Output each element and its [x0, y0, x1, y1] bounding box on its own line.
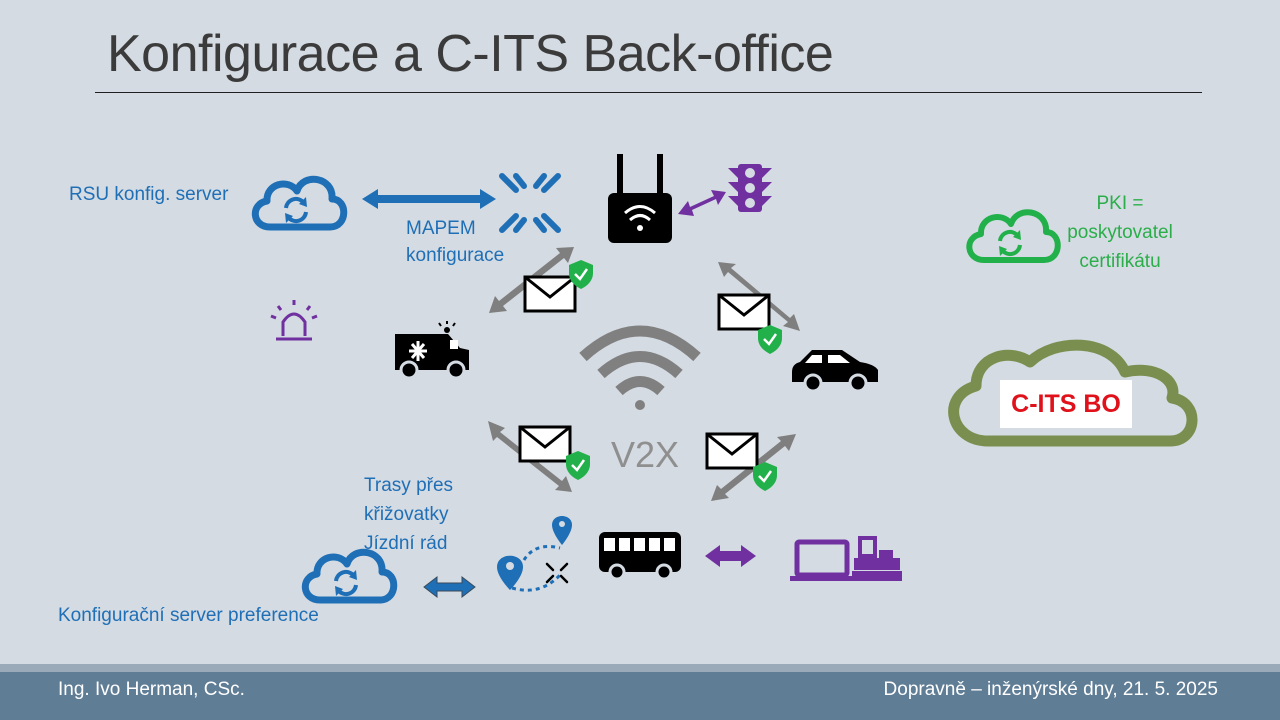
cits-bo-cloud-icon	[948, 339, 1198, 447]
routes-label-1: Trasy přes	[364, 475, 454, 496]
pki-label-1: PKI =	[1096, 193, 1144, 214]
envelope-icon	[717, 293, 771, 331]
broken-link-icon	[499, 173, 561, 233]
page-title: Konfigurace a C-ITS Back-office	[107, 25, 834, 83]
siren-icon	[270, 300, 318, 341]
routes-label-3: Jízdní rád	[364, 533, 448, 554]
bus-icon	[599, 532, 681, 581]
traffic-light-icon	[728, 164, 772, 212]
wifi-signal-icon	[579, 325, 701, 410]
bus-laptop-arrow	[705, 545, 756, 567]
router-light-arrow	[678, 190, 726, 216]
cash-register-icon	[852, 536, 902, 581]
footer-event: Dopravně – inženýrské dny, 21. 5. 2025	[883, 679, 1218, 700]
pref-server-label: Konfigurační server preference	[58, 605, 319, 626]
pki-label-3: certifikátu	[1079, 251, 1161, 272]
pki-cloud-icon	[966, 209, 1061, 263]
routes-label-2: křižovatky	[364, 504, 449, 525]
shield-check-icon	[751, 460, 779, 493]
rsu-server-label: RSU konfig. server	[69, 184, 229, 205]
envelope-icon	[518, 425, 572, 463]
rsu-cloud-icon	[251, 175, 348, 231]
pref-cloud-icon	[301, 548, 398, 604]
shield-check-icon	[756, 323, 784, 356]
rsu-double-arrow	[362, 189, 496, 209]
pki-label-2: poskytovatel	[1067, 222, 1173, 243]
footer-author: Ing. Ivo Herman, CSc.	[58, 679, 245, 700]
footer-accent	[0, 664, 1280, 672]
title-divider	[95, 92, 1202, 93]
mapem-label-1: MAPEM	[406, 218, 476, 239]
route-pins-icon	[497, 516, 572, 592]
car-icon	[792, 350, 878, 393]
envelope-icon	[523, 275, 577, 313]
wifi-router-icon	[608, 154, 672, 243]
shield-check-icon	[564, 449, 592, 482]
laptop-icon	[790, 539, 854, 581]
v2x-label: V2X	[611, 434, 680, 475]
envelope-icon	[705, 432, 759, 470]
cits-bo-label: C-ITS BO	[1000, 380, 1132, 428]
pref-double-arrow	[423, 575, 476, 599]
ambulance-icon	[395, 321, 469, 380]
mapem-label-2: konfigurace	[406, 245, 505, 266]
footer-bar	[0, 672, 1280, 720]
